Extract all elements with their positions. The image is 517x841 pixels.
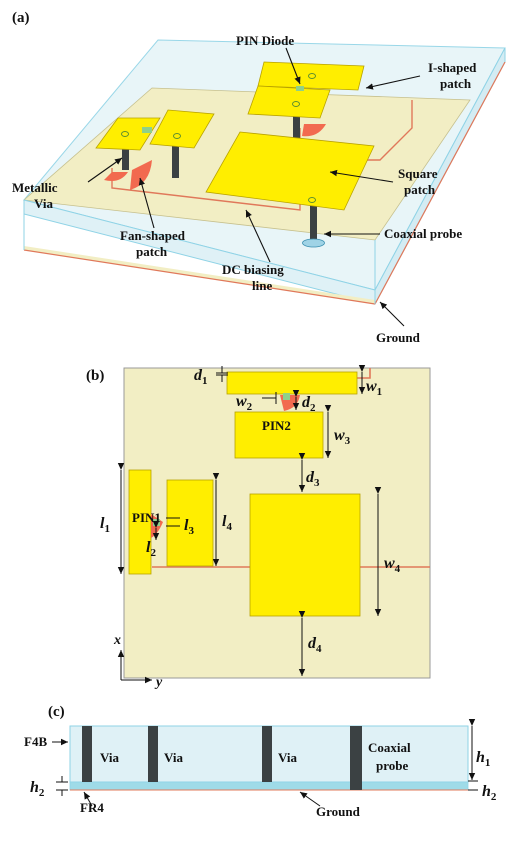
panel-a-label: (a): [12, 10, 30, 26]
callout-pin-diode: PIN Diode: [236, 33, 294, 48]
callout-i-shaped-1: I-shaped: [428, 60, 477, 75]
fan-3d-2: [104, 172, 128, 181]
dim-h2-left: h2: [30, 779, 45, 799]
dim-d3: d3: [306, 469, 320, 489]
pin2-patch: [234, 411, 324, 459]
i-patch-3d-top: [257, 61, 365, 91]
square-patch-3d: [205, 131, 375, 211]
dim-w4: w4: [384, 555, 401, 575]
callout-fan-2: patch: [136, 244, 168, 259]
coax-label-1: Coaxial: [368, 740, 411, 755]
callout-fan-1: Fan-shaped: [120, 228, 186, 243]
dim-d1: d1: [194, 367, 208, 387]
dim-h2-right: h2: [482, 783, 497, 803]
dimension-lines-b: [117, 365, 382, 676]
dim-l3: l3: [184, 517, 194, 537]
dim-d4: d4: [308, 635, 322, 655]
callout-coax: Coaxial probe: [384, 226, 462, 241]
via-3d-1: [122, 142, 129, 170]
dim-l4: l4: [222, 513, 232, 533]
callout-metallic-1: Metallic: [12, 180, 58, 195]
dim-w3: w3: [334, 427, 351, 447]
panel-c-label: (c): [48, 704, 65, 720]
f4b-label: F4B: [24, 734, 47, 749]
panel-a: (a): [12, 10, 506, 345]
fan-3d-3: [302, 124, 326, 137]
fan-shaped-3d: [104, 124, 326, 190]
callout-ground: Ground: [376, 330, 421, 345]
fan-3d-1: [130, 160, 152, 190]
callout-dc-1: DC biasing: [222, 262, 284, 277]
patches-3d: [95, 61, 375, 211]
via-side-3: [262, 726, 272, 782]
dim-l2: l2: [146, 539, 156, 559]
coax-label-2: probe: [376, 758, 408, 773]
ground-line-3d: [23, 249, 376, 305]
fr4-label: FR4: [80, 800, 104, 815]
vias-3d: [122, 100, 317, 240]
via-label-1: Via: [100, 750, 120, 765]
pin1-right-patch: [166, 479, 214, 567]
pin1-label: PIN1: [132, 510, 161, 525]
ground-label-c: Ground: [316, 804, 361, 819]
axes-b: x y: [113, 633, 163, 690]
dim-h1: h1: [476, 749, 490, 769]
callout-square-1: Square: [398, 166, 438, 181]
callout-metallic-2: Via: [34, 196, 54, 211]
via-side-2: [148, 726, 158, 782]
axis-x-label: x: [113, 633, 121, 648]
via-label-2: Via: [164, 750, 184, 765]
i-patch-top: [226, 371, 358, 395]
callout-arrows-a: [87, 47, 421, 327]
callout-i-shaped-2: patch: [440, 76, 472, 91]
callout-dc-2: line: [252, 278, 272, 293]
via-3d-2: [172, 140, 179, 178]
dim-l1: l1: [100, 515, 110, 535]
panel-b-label: (b): [86, 368, 104, 384]
callout-square-2: patch: [404, 182, 436, 197]
i-patch-3d-bottom: [247, 85, 331, 119]
via-label-3: Via: [278, 750, 298, 765]
coax-probe-side: [350, 726, 362, 790]
vias-side: [82, 726, 362, 790]
via-3d-3: [293, 100, 300, 140]
dim-w2: w2: [236, 393, 253, 413]
dim-d2: d2: [302, 394, 316, 414]
fr4-layer: [69, 781, 469, 791]
panel-b: (b): [86, 365, 431, 690]
left-patch-3d-2: [149, 109, 215, 149]
dim-w1: w1: [366, 378, 382, 398]
via-side-1: [82, 726, 92, 782]
dimension-lines-c: [52, 719, 478, 807]
pin2-label: PIN2: [262, 418, 291, 433]
coax-probe-3d: [310, 200, 317, 240]
square-patch-top: [249, 493, 361, 617]
axis-y-label: y: [154, 675, 163, 690]
panel-c: (c) Via Via Via Coaxial probe F4B FR4 Gr…: [24, 704, 497, 819]
